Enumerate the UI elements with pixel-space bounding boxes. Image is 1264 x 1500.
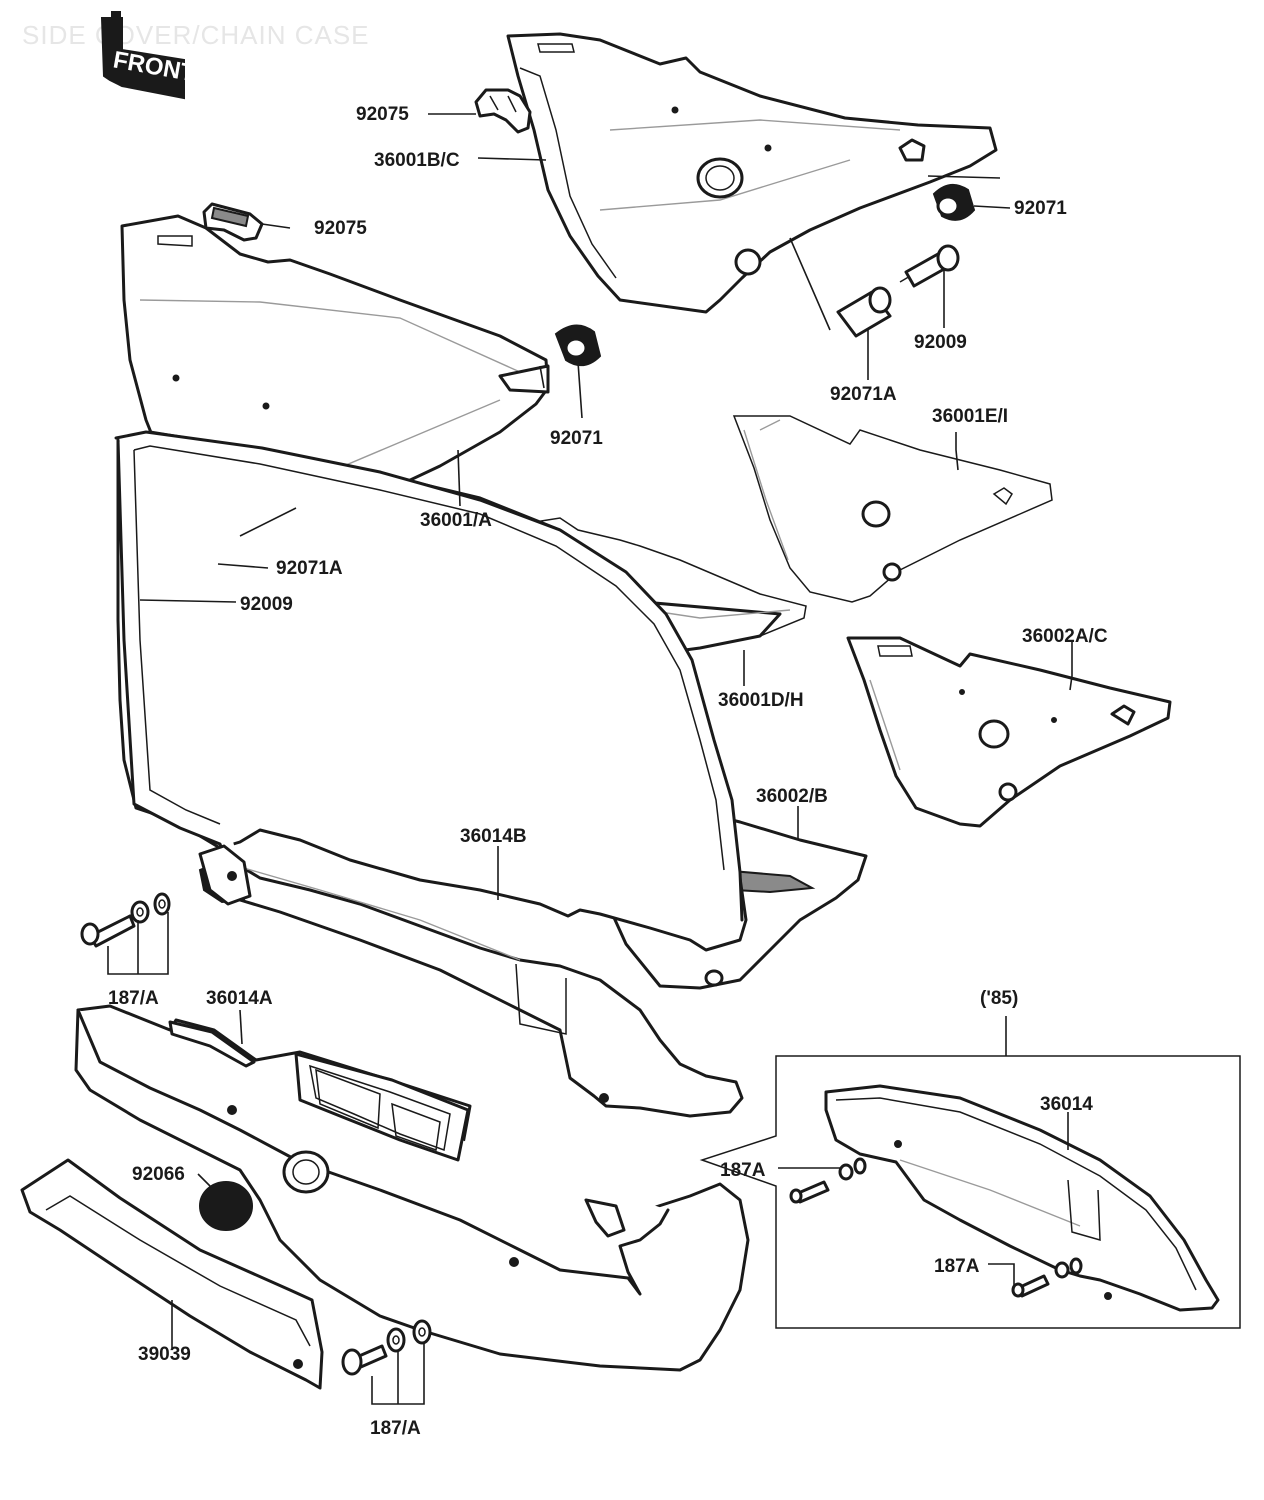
label-187a-upper: 187/A [108, 988, 159, 1009]
label-187a-inset-top: 187A [720, 1160, 766, 1181]
diagram-title: SIDE COVER/CHAIN CASE [22, 20, 370, 50]
leader-lines [107, 113, 1073, 1405]
bolt-92009-right [899, 244, 960, 288]
label-92075-mid: 92075 [314, 218, 367, 239]
label-92071-left: 92071 [550, 428, 603, 449]
label-187a-inset-bottom: 187A [934, 1256, 980, 1277]
label-36001a: 36001/A [420, 510, 492, 531]
label-92071a-left: 92071A [276, 558, 343, 579]
label-36001bc: 36001B/C [374, 150, 460, 171]
label-92075-top: 92075 [356, 104, 409, 125]
label-92009-left: 92009 [240, 594, 293, 615]
part-labels: 92075 36001B/C 92075 92071 92009 92071A … [108, 104, 1108, 1439]
label-36014: 36014 [1040, 1094, 1093, 1115]
bracket-92075-mid [202, 202, 264, 242]
spacer-92071a-right [836, 286, 892, 338]
front-arrow-marker: FRONT [100, 11, 197, 100]
side-cover-36001ei [732, 415, 1053, 603]
label-36001dh: 36001D/H [718, 690, 804, 711]
label-36001ei: 36001E/I [932, 406, 1008, 427]
label-92071a-right: 92071A [830, 384, 897, 405]
chain-case-36014b [114, 430, 748, 1118]
label-36014a: 36014A [206, 988, 273, 1009]
grommet-92071-right [932, 183, 976, 221]
label-36002b: 36002/B [756, 786, 828, 807]
label-92066: 92066 [132, 1164, 185, 1185]
label-36002ac: 36002A/C [1022, 626, 1108, 647]
cap-92066 [199, 1181, 253, 1231]
grommet-92071-left [554, 324, 602, 367]
chain-case-36014a [74, 1004, 750, 1372]
side-cover-36002ac [846, 636, 1172, 828]
chain-guard-39039 [20, 1158, 324, 1390]
side-cover-36001bc [506, 32, 998, 314]
label-36014b: 36014B [460, 826, 527, 847]
label-39039: 39039 [138, 1344, 191, 1365]
label-85: ('85) [980, 988, 1018, 1009]
label-187a-lower: 187/A [370, 1418, 421, 1439]
label-92071-right: 92071 [1014, 198, 1067, 219]
label-92009-right: 92009 [914, 332, 967, 353]
bolt-washer-set-187a-upper [80, 892, 171, 948]
bolt-washer-set-187a-lower [341, 1319, 432, 1376]
bracket-92075-top [474, 88, 532, 134]
inset-85 [699, 1055, 1241, 1329]
